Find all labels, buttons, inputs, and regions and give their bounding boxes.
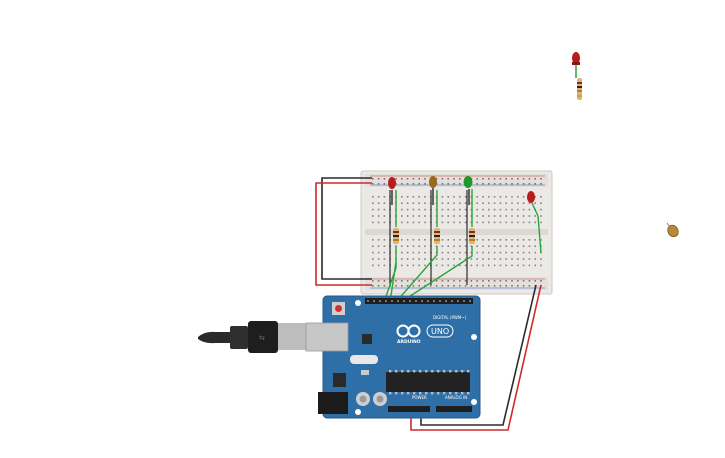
digital-label: DIGITAL (PWM~) [433,315,467,320]
brand-text: ARDUINO [397,339,421,345]
signal-wires [383,246,473,303]
breadboard[interactable] [360,170,553,295]
power-label: POWER [412,395,427,400]
left-power-wires [315,177,372,286]
usb-cable[interactable]: ⇆ [198,321,306,353]
loose-capacitor[interactable] [666,222,681,239]
loose-led-with-resistor[interactable] [572,52,582,100]
arduino-uno-board[interactable]: DIGITAL (PWM~) UNO ARDUINO POWER ANALOG … [305,295,481,419]
green-led[interactable] [463,176,473,205]
model-text: UNO [431,327,449,336]
resistor[interactable] [469,228,475,244]
digital-pin-header[interactable] [367,300,471,302]
red-led[interactable] [388,177,396,205]
atmega-chip-pins [389,370,470,395]
arduino-logo [396,324,454,338]
resistor[interactable] [434,228,440,244]
svg-text:⇆: ⇆ [259,334,265,342]
amber-led[interactable] [429,176,437,205]
resistor[interactable] [393,228,399,244]
analog-label: ANALOG IN [445,395,467,400]
red-led[interactable] [527,191,539,217]
led-jumper-wires [389,189,542,285]
